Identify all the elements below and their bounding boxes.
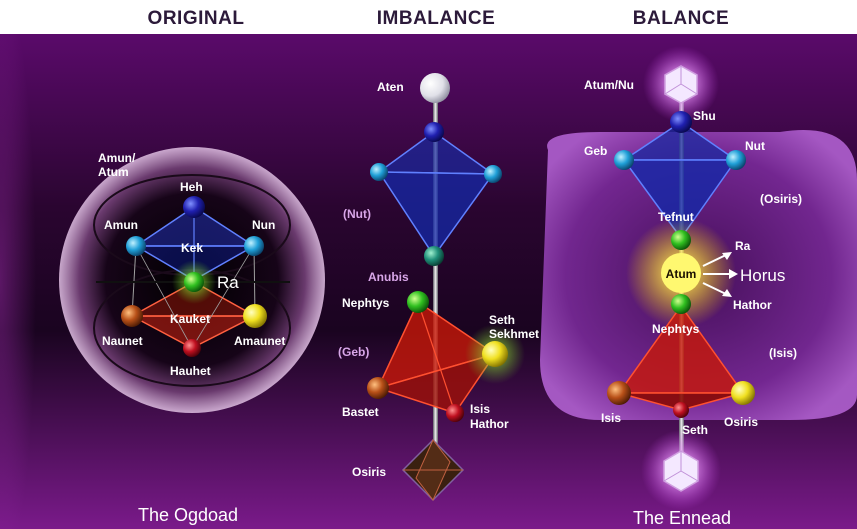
hauhet-sphere [183, 339, 201, 357]
label-nut: Nut [745, 139, 765, 153]
tefnut-sphere [671, 230, 691, 250]
label-isis: Isis [470, 402, 490, 416]
label-osiris-ennead: Osiris [724, 415, 758, 429]
label-seth-ennead: Seth [682, 423, 708, 437]
seth-sekhmet-sphere [482, 341, 508, 367]
amaunet-sphere [243, 304, 267, 328]
label-sekhmet: Sekhmet [489, 327, 539, 341]
label-nephtys: Nephtys [342, 296, 390, 310]
header-original: ORIGINAL [148, 8, 245, 29]
header-band [0, 0, 857, 34]
hex-spoke [663, 470, 682, 482]
imbalance-figure: Aten (Nut) Anubis Nephtys Seth Sekhmet (… [338, 73, 539, 502]
label-hathor-ennead: Hathor [733, 298, 772, 312]
label-hathor: Hathor [470, 417, 509, 431]
imb-right-sphere [484, 165, 502, 183]
label-seth: Seth [489, 313, 515, 327]
arrowhead-hathor [722, 289, 732, 297]
label-horus: Horus [740, 266, 785, 285]
label-aten: Aten [377, 80, 404, 94]
label-isis-paren: (Isis) [769, 346, 797, 360]
arrow-ra [702, 253, 729, 267]
geb-sphere [614, 150, 634, 170]
geb-edge [417, 301, 456, 414]
atum-sphere [661, 253, 701, 293]
label-amaunet: Amaunet [234, 334, 285, 348]
ennead-blue-tetra [622, 159, 738, 240]
bastet-sphere [367, 377, 389, 399]
geb-tetra-base [375, 352, 497, 414]
label-nun: Nun [252, 218, 275, 232]
label-hauhet: Hauhet [170, 364, 211, 378]
label-nut-paren: (Nut) [343, 207, 371, 221]
label-amun-atum-2: Atum [98, 165, 129, 179]
aten-sphere [420, 73, 450, 103]
footer-ogdoad: The Ogdoad [138, 505, 238, 525]
ogdoad-figure: Amun/ Atum Heh Amun Nun Kek Ra Kauket Na… [59, 147, 325, 413]
nephtys-sphere [407, 291, 429, 313]
arrowhead-horus [729, 269, 738, 279]
label-atum-nu: Atum/Nu [584, 78, 634, 92]
label-naunet: Naunet [102, 334, 143, 348]
label-anubis: Anubis [368, 270, 409, 284]
isis-hathor-sphere [446, 404, 464, 422]
label-osiris-paren: (Osiris) [760, 192, 802, 206]
heh-sphere [183, 196, 205, 218]
label-kauket: Kauket [170, 312, 210, 326]
label-atum: Atum [666, 267, 697, 281]
label-kek: Kek [181, 241, 203, 255]
shu-sphere [670, 111, 692, 133]
label-osiris: Osiris [352, 465, 386, 479]
label-ra-ennead: Ra [735, 239, 751, 253]
header-imbalance: IMBALANCE [377, 8, 496, 29]
label-amun-atum-1: Amun/ [98, 151, 136, 165]
label-tefnut: Tefnut [658, 210, 694, 224]
arrow-hathor [702, 282, 729, 296]
central-rod [433, 95, 438, 470]
osiris-sphere [731, 381, 755, 405]
nun-sphere [244, 236, 264, 256]
amun-sphere [126, 236, 146, 256]
ennead-figure: Atum/Nu Shu Geb Nut (Osiris) Tefnut Ra A… [540, 46, 857, 510]
label-geb: Geb [584, 144, 607, 158]
arrowhead-ra [722, 252, 732, 260]
frame-line [191, 245, 255, 349]
naunet-sphere [121, 305, 143, 327]
label-amun: Amun [104, 218, 138, 232]
left-glow [0, 34, 60, 529]
label-bastet: Bastet [342, 405, 379, 419]
isis-sphere [607, 381, 631, 405]
label-ra: Ra [217, 273, 239, 292]
imb-top-sphere [424, 122, 444, 142]
anubis-sphere [424, 246, 444, 266]
hex-spoke [664, 83, 682, 95]
label-nephtys-ennead: Nephtys [652, 322, 700, 336]
nut-tetra [377, 171, 495, 258]
label-geb-paren: (Geb) [338, 345, 369, 359]
imb-left-sphere [370, 163, 388, 181]
nephtys-ennead-sphere [671, 294, 691, 314]
seth-sphere [673, 402, 689, 418]
hex-spoke [680, 470, 699, 482]
label-isis-ennead: Isis [601, 411, 621, 425]
hex-spoke [680, 83, 698, 95]
frame-line [135, 245, 193, 349]
ennead-red-base [618, 392, 744, 411]
nut-sphere [726, 150, 746, 170]
footer-ennead: The Ennead [633, 508, 731, 528]
ra-sphere [184, 272, 204, 292]
label-shu: Shu [693, 109, 716, 123]
label-heh: Heh [180, 180, 203, 194]
header-balance: BALANCE [633, 8, 729, 29]
